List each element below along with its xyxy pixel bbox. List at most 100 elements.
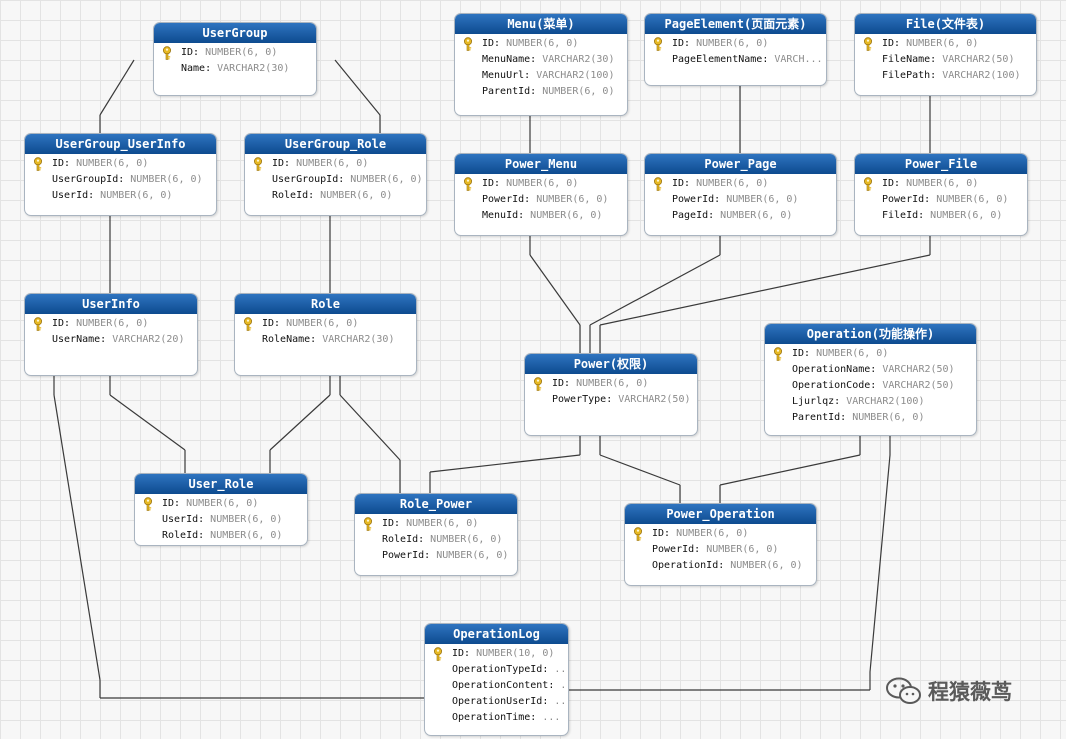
- field-separator: :: [394, 518, 407, 529]
- field-type: VARCHAR2(50): [618, 394, 691, 405]
- entity-fields: ID: NUMBER(10, 0)OperationTypeId: ...Ope…: [425, 644, 568, 726]
- entity-fields: ID: NUMBER(6, 0)PowerId: NUMBER(6, 0)Men…: [455, 174, 627, 224]
- field-type: VARCHAR2(20): [112, 334, 185, 345]
- field-type: NUMBER(6, 0): [205, 47, 278, 58]
- primary-key-icon: [864, 37, 872, 51]
- field-separator: :: [564, 378, 577, 389]
- field-type: NUMBER(6, 0): [210, 530, 283, 541]
- field-type: ...: [554, 696, 568, 707]
- field-type: VARCHAR2(50): [882, 380, 955, 391]
- entity-operation[interactable]: Operation(功能操作)ID: NUMBER(6, 0)Operation…: [764, 323, 977, 436]
- relation-power-to-power-operation: [599, 434, 681, 503]
- field-separator: :: [494, 178, 507, 189]
- field-name: OperationCode: [792, 380, 871, 391]
- primary-key-row: ID: NUMBER(6, 0): [355, 516, 517, 532]
- field-separator: :: [664, 528, 677, 539]
- field-type: NUMBER(6, 0): [816, 348, 889, 359]
- entity-fields: ID: NUMBER(6, 0)UserId: NUMBER(6, 0)Role…: [135, 494, 307, 544]
- field-separator: :: [64, 318, 77, 329]
- relation-usergroup-to-usergroup-role: [334, 59, 381, 133]
- field-type: NUMBER(6, 0): [320, 190, 393, 201]
- relation-power-to-role-power: [429, 434, 581, 493]
- relation-role-to-role-power: [339, 374, 401, 493]
- primary-key-icon: [774, 347, 782, 361]
- field-name: ID: [672, 178, 685, 189]
- field-row: PowerId: NUMBER(6, 0): [355, 548, 517, 564]
- field-row: Name: VARCHAR2(30): [154, 61, 316, 77]
- primary-key-icon: [654, 177, 662, 191]
- field-separator: :: [205, 63, 218, 74]
- field-row: OperationContent: ...: [425, 678, 568, 694]
- field-separator: :: [542, 664, 555, 675]
- field-row: FileName: VARCHAR2(50): [855, 52, 1036, 68]
- field-separator: :: [100, 334, 113, 345]
- field-name: UserId: [162, 514, 199, 525]
- entity-menu[interactable]: Menu(菜单)ID: NUMBER(6, 0)MenuName: VARCHA…: [454, 13, 628, 116]
- entity-fields: ID: NUMBER(6, 0)UserName: VARCHAR2(20): [25, 314, 197, 348]
- field-row: PageElementName: VARCH...: [645, 52, 826, 68]
- field-type: NUMBER(6, 0): [436, 550, 509, 561]
- entity-pageelement[interactable]: PageElement(页面元素)ID: NUMBER(6, 0)PageEle…: [644, 13, 827, 86]
- field-name: UserGroupId: [272, 174, 339, 185]
- field-separator: :: [88, 190, 101, 201]
- entity-fields: ID: NUMBER(6, 0)OperationName: VARCHAR2(…: [765, 344, 976, 426]
- watermark: 程猿薇茑: [884, 676, 1012, 706]
- field-row: PageId: NUMBER(6, 0): [645, 208, 836, 224]
- field-separator: :: [548, 680, 561, 691]
- field-row: ParentId: NUMBER(6, 0): [455, 84, 627, 100]
- field-type: NUMBER(6, 0): [696, 178, 769, 189]
- field-separator: :: [708, 210, 721, 221]
- field-name: ID: [382, 518, 395, 529]
- field-separator: :: [198, 514, 211, 525]
- entity-title: Role_Power: [355, 494, 517, 514]
- entity-fields: ID: NUMBER(6, 0)UserGroupId: NUMBER(6, 0…: [25, 154, 216, 204]
- field-name: OperationName: [792, 364, 871, 375]
- field-type: ...: [554, 664, 568, 675]
- field-name: ID: [452, 648, 465, 659]
- field-separator: :: [718, 560, 731, 571]
- primary-key-row: ID: NUMBER(6, 0): [245, 156, 426, 172]
- field-separator: :: [338, 174, 351, 185]
- primary-key-icon: [163, 46, 171, 60]
- field-separator: :: [424, 550, 437, 561]
- primary-key-row: ID: NUMBER(6, 0): [235, 316, 416, 332]
- field-separator: :: [310, 334, 323, 345]
- field-row: PowerId: NUMBER(6, 0): [855, 192, 1027, 208]
- field-type: NUMBER(6, 0): [406, 518, 479, 529]
- field-name: OperationUserId: [452, 696, 543, 707]
- entity-title: Menu(菜单): [455, 14, 627, 34]
- entity-title: UserGroup_UserInfo: [25, 134, 216, 154]
- primary-key-icon: [864, 177, 872, 191]
- field-row: PowerId: NUMBER(6, 0): [455, 192, 627, 208]
- field-name: ID: [882, 38, 895, 49]
- entity-file[interactable]: File(文件表)ID: NUMBER(6, 0)FileName: VARCH…: [854, 13, 1037, 96]
- field-name: UserGroupId: [52, 174, 119, 185]
- primary-key-row: ID: NUMBER(6, 0): [525, 376, 697, 392]
- field-separator: :: [834, 396, 847, 407]
- field-row: UserGroupId: NUMBER(6, 0): [245, 172, 426, 188]
- entity-title: File(文件表): [855, 14, 1036, 34]
- field-type: NUMBER(6, 0): [536, 194, 609, 205]
- field-separator: :: [118, 174, 131, 185]
- field-separator: :: [918, 210, 931, 221]
- entity-power[interactable]: Power(权限)ID: NUMBER(6, 0)PowerType: VARC…: [524, 353, 698, 436]
- entity-fields: ID: NUMBER(6, 0)FileName: VARCHAR2(50)Fi…: [855, 34, 1036, 84]
- primary-key-row: ID: NUMBER(6, 0): [645, 176, 836, 192]
- primary-key-row: ID: NUMBER(6, 0): [455, 176, 627, 192]
- field-type: NUMBER(6, 0): [696, 38, 769, 49]
- entity-fields: ID: NUMBER(6, 0)RoleId: NUMBER(6, 0)Powe…: [355, 514, 517, 564]
- field-separator: :: [694, 544, 707, 555]
- field-type: NUMBER(6, 0): [186, 498, 259, 509]
